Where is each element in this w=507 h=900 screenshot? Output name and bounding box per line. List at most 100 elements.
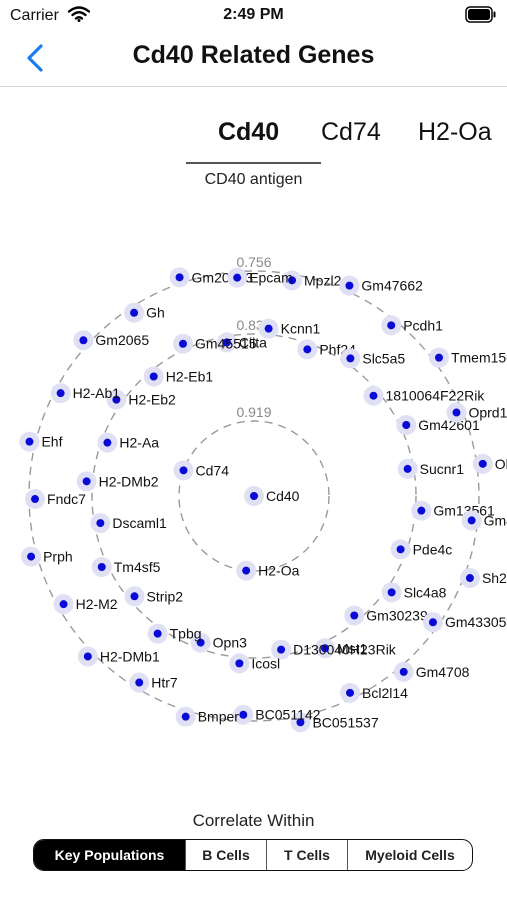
ring-threshold-label: 0.756 — [236, 254, 271, 270]
gene-node-bc051537[interactable] — [296, 718, 305, 727]
back-button[interactable] — [22, 40, 52, 76]
tab-cd74[interactable]: Cd74 — [321, 118, 381, 146]
gene-node-h2-eb1[interactable] — [149, 372, 158, 381]
gene-label-1810064f22rik: 1810064F22Rik — [386, 388, 486, 404]
gene-node-prph[interactable] — [27, 552, 36, 561]
gene-node-h2-eb2[interactable] — [112, 395, 121, 404]
gene-node-bcl2l14[interactable] — [346, 688, 355, 697]
gene-node-gm45515[interactable] — [179, 339, 188, 348]
correlation-ring-2 — [91, 333, 417, 659]
gene-label-gm42601: Gm42601 — [418, 417, 480, 433]
segment-key-populations[interactable]: Key Populations — [34, 840, 185, 870]
gene-node-dscaml1[interactable] — [96, 519, 105, 528]
gene-label-h2-aa: H2-Aa — [119, 435, 159, 451]
gene-node-d130040h23rik[interactable] — [277, 645, 286, 654]
gene-node-tm4sf5[interactable] — [97, 562, 106, 571]
gene-node-mpzl2[interactable] — [288, 276, 297, 285]
wifi-icon — [67, 6, 91, 27]
gene-node-gm2065[interactable] — [79, 336, 88, 345]
gene-node-gm13561[interactable] — [417, 506, 426, 515]
gene-node-ciita[interactable] — [222, 338, 231, 347]
gene-label-gh: Gh — [146, 305, 165, 321]
gene-node-gm43305[interactable] — [428, 618, 437, 627]
gene-label-cd40: Cd40 — [266, 488, 300, 504]
gene-node-strip2[interactable] — [130, 592, 139, 601]
gene-label-tpbg: Tpbg — [170, 626, 202, 642]
gene-label-epcam: Epcam — [249, 270, 293, 286]
gene-node-bmper[interactable] — [181, 712, 190, 721]
tab-h2-oa[interactable]: H2-Oa — [418, 118, 492, 146]
gene-node-tmem150c[interactable] — [434, 353, 443, 362]
gene-node-pcdh1[interactable] — [387, 321, 396, 330]
gene-label-h2-eb2: H2-Eb2 — [128, 392, 176, 408]
gene-node-htr7[interactable] — [135, 678, 144, 687]
gene-node-fndc7[interactable] — [31, 495, 40, 504]
gene-node-h2-aa[interactable] — [103, 438, 112, 447]
gene-label-opn3: Opn3 — [213, 635, 247, 651]
battery-icon — [465, 6, 497, 28]
gene-node-gm42601[interactable] — [402, 421, 411, 430]
active-tab-indicator — [186, 162, 321, 164]
gene-label-gm47662: Gm47662 — [361, 278, 423, 294]
carrier-label: Carrier — [10, 7, 59, 24]
segment-t-cells[interactable]: T Cells — [266, 840, 347, 870]
gene-label-kcnn1: Kcnn1 — [281, 321, 321, 337]
segment-b-cells[interactable]: B Cells — [185, 840, 266, 870]
gene-node-mst1[interactable] — [320, 644, 329, 653]
gene-node-gm4708[interactable] — [399, 667, 408, 676]
gene-node-slc5a5[interactable] — [346, 354, 355, 363]
gene-node-gm47662[interactable] — [345, 281, 354, 290]
gene-label-mst1: Mst1 — [337, 640, 368, 656]
gene-label-sh2d2a: Sh2d2a — [482, 570, 507, 586]
gene-node-olfr109[interactable] — [478, 459, 487, 468]
gene-node-tpbg[interactable] — [153, 629, 162, 638]
gene-node-slc4a8[interactable] — [387, 588, 396, 597]
gene-node-cd74[interactable] — [179, 466, 188, 475]
gene-node-opn3[interactable] — [196, 638, 205, 647]
gene-node-h2-m2[interactable] — [59, 600, 68, 609]
gene-label-gm30239: Gm30239 — [366, 608, 428, 624]
chevron-left-icon — [27, 44, 43, 72]
gene-node-sucnr1[interactable] — [403, 464, 412, 473]
gene-node-gm30239[interactable] — [350, 611, 359, 620]
gene-label-gm47938: Gm47938 — [484, 512, 507, 528]
gene-label-oprd1: Oprd1 — [468, 405, 507, 421]
gene-label-tmem150c: Tmem150c — [451, 350, 507, 366]
gene-node-1810064f22rik[interactable] — [369, 391, 378, 400]
tab-cd40[interactable]: Cd40 — [218, 118, 280, 146]
gene-node-pde4c[interactable] — [396, 545, 405, 554]
gene-label-h2-oa: H2-Oa — [258, 563, 299, 579]
gene-node-h2-ab1[interactable] — [56, 389, 65, 398]
gene-label-cd74: Cd74 — [196, 462, 230, 478]
gene-node-ehf[interactable] — [25, 437, 34, 446]
gene-node-cd40[interactable] — [250, 492, 258, 500]
gene-node-h2-oa[interactable] — [242, 566, 251, 575]
segment-myeloid-cells[interactable]: Myeloid Cells — [347, 840, 472, 870]
gene-node-gh[interactable] — [130, 308, 139, 317]
gene-node-gm20513[interactable] — [175, 273, 184, 282]
gene-label-bcl2l14: Bcl2l14 — [362, 685, 408, 701]
gene-description: CD40 antigen — [204, 171, 303, 188]
gene-node-sh2d2a[interactable] — [465, 574, 474, 583]
gene-node-h2-dmb1[interactable] — [83, 652, 92, 661]
gene-node-h2-dmb2[interactable] — [82, 477, 91, 486]
gene-label-tm4sf5: Tm4sf5 — [114, 559, 161, 575]
gene-node-icosl[interactable] — [235, 659, 244, 668]
gene-label-icosl: Icosl — [251, 655, 280, 671]
gene-node-kcnn1[interactable] — [264, 324, 273, 333]
gene-label-mpzl2: Mpzl2 — [304, 272, 342, 288]
gene-label-ehf: Ehf — [41, 434, 62, 450]
gene-label-gm45515: Gm45515 — [195, 336, 257, 352]
gene-node-phf24[interactable] — [303, 345, 312, 354]
gene-label-bc051142: BC051142 — [255, 707, 320, 723]
gene-label-sucnr1: Sucnr1 — [420, 461, 465, 477]
gene-label-d130040h23rik: D130040H23Rik — [293, 642, 397, 658]
correlate-label: Correlate Within — [192, 811, 315, 830]
gene-tabs: Cd40 Cd74 H2-Oa — [0, 118, 507, 158]
gene-node-epcam[interactable] — [233, 273, 242, 282]
gene-label-h2-eb1: H2-Eb1 — [166, 368, 214, 384]
gene-node-bc051142[interactable] — [239, 710, 248, 719]
gene-node-oprd1[interactable] — [452, 408, 461, 417]
gene-label-strip2: Strip2 — [146, 588, 183, 604]
gene-node-gm47938[interactable] — [467, 516, 476, 525]
